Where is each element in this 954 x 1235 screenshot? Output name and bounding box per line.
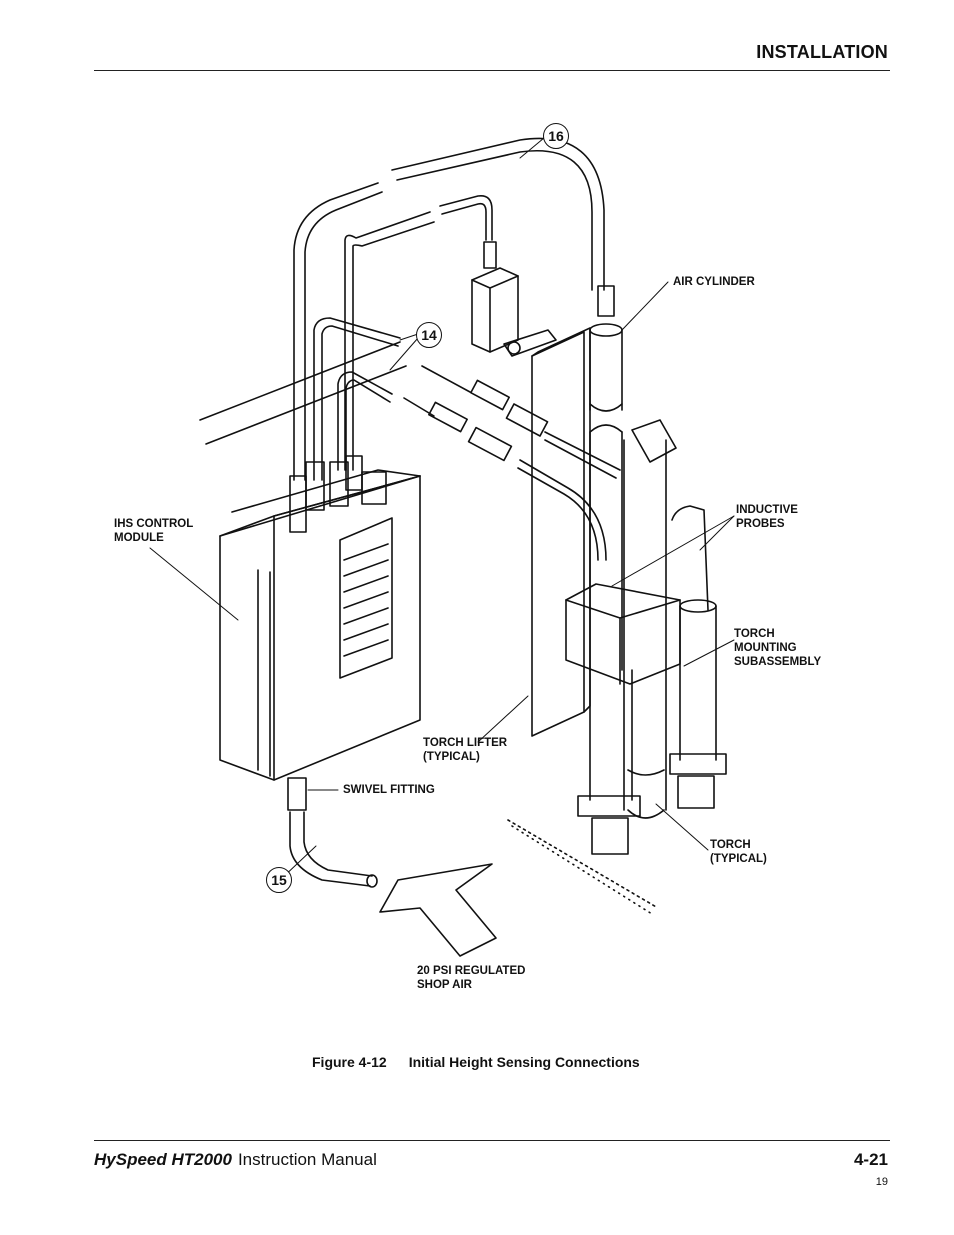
callout-15: 15	[266, 867, 292, 893]
footer-brand: HySpeed HT2000	[94, 1150, 232, 1169]
figure-number: Figure 4-12	[312, 1054, 387, 1070]
label-shop-air: 20 PSI REGULATED SHOP AIR	[417, 965, 526, 991]
label-inductive-probes: INDUCTIVE PROBES	[736, 504, 798, 530]
footer-manual-title: HySpeed HT2000 Instruction Manual	[94, 1150, 377, 1170]
figure-caption: Figure 4-12 Initial Height Sensing Connec…	[312, 1054, 640, 1070]
footer-page-number: 4-21	[853, 1150, 888, 1169]
header-rule	[94, 70, 890, 71]
label-torch: TORCH (TYPICAL)	[710, 839, 767, 865]
figure-title: Initial Height Sensing Connections	[408, 1054, 640, 1070]
label-torch-mounting: TORCH MOUNTING SUBASSEMBLY	[734, 628, 822, 668]
label-torch-lifter: TORCH LIFTER (TYPICAL)	[423, 737, 508, 763]
label-swivel-fitting: SWIVEL FITTING	[343, 784, 435, 796]
callout-16: 16	[543, 123, 569, 149]
label-ihs-control-module: IHS CONTROL MODULE	[114, 518, 194, 544]
label-air-cylinder: AIR CYLINDER	[673, 276, 755, 288]
ihs-connections-diagram	[149, 137, 735, 957]
section-title: INSTALLATION	[756, 42, 888, 62]
footer-manual: Instruction Manual	[237, 1150, 377, 1169]
callout-14: 14	[416, 322, 442, 348]
footer-rule	[94, 1140, 890, 1141]
footer-sequence-number: 19	[875, 1176, 888, 1188]
